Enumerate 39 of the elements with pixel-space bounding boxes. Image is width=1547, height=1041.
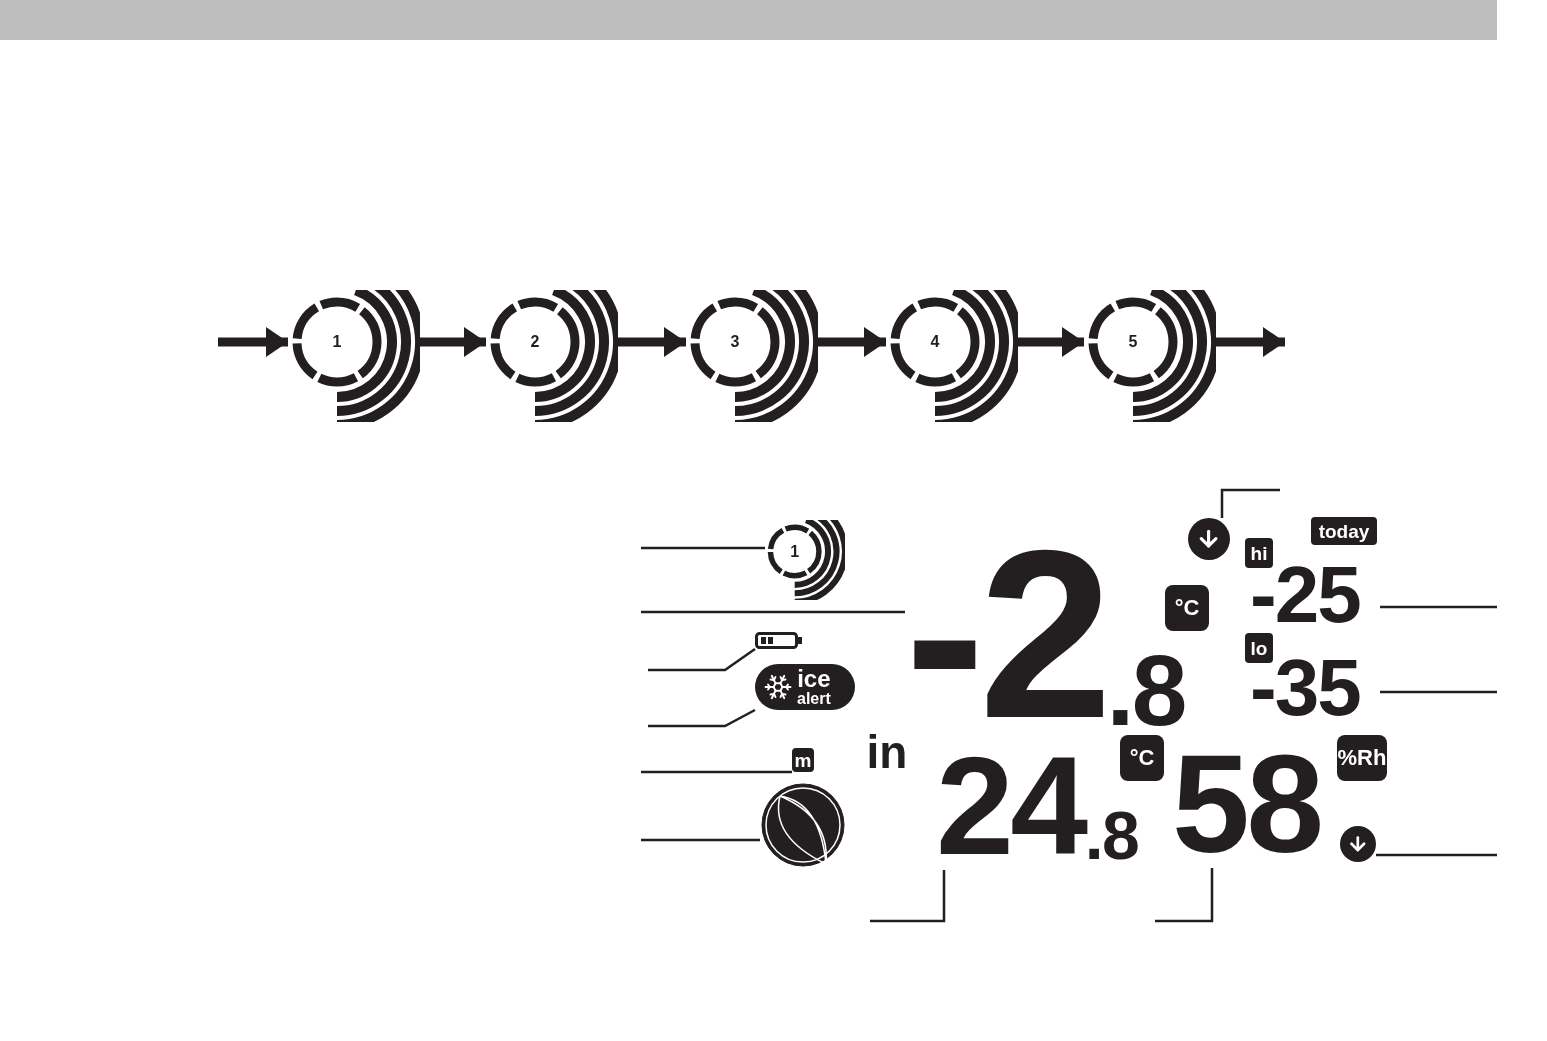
leader-line xyxy=(1155,868,1214,923)
channel-digit: 1 xyxy=(790,543,800,560)
globe-icon xyxy=(760,782,846,868)
symbol-badge: m xyxy=(792,748,814,772)
channel-digit: 4 xyxy=(930,334,940,350)
arrow xyxy=(818,327,886,357)
ice-alert-badge xyxy=(755,664,855,710)
symbol-badge: °C xyxy=(1120,735,1164,781)
leader-line xyxy=(1380,605,1497,609)
leader-line xyxy=(648,708,756,728)
leader-line xyxy=(870,870,946,923)
channel-digit: 1 xyxy=(332,334,342,350)
lcd-reading: 24 xyxy=(936,750,1085,862)
channel-digit: 2 xyxy=(530,334,540,350)
arrow xyxy=(1216,327,1285,357)
leader-line xyxy=(1380,690,1497,694)
arrow xyxy=(218,327,288,357)
leader-line xyxy=(641,546,765,550)
leader-line xyxy=(641,610,905,614)
symbol-badge: °C xyxy=(1165,585,1209,631)
lcd-reading: .8 xyxy=(1106,650,1185,730)
symbol-badge: %Rh xyxy=(1337,735,1387,781)
symbol-badge: today xyxy=(1311,517,1377,545)
arrow xyxy=(1018,327,1084,357)
badge-label: alert xyxy=(797,691,831,707)
channel-digit: 3 xyxy=(730,334,740,350)
leader-line xyxy=(1376,853,1497,857)
leader-line xyxy=(641,838,760,842)
leader-line xyxy=(648,647,756,672)
lcd-reading: 58 xyxy=(1172,748,1321,860)
arrow xyxy=(420,327,486,357)
leader-line xyxy=(641,770,792,774)
battery-icon xyxy=(755,632,803,649)
leader-line xyxy=(1220,488,1280,518)
symbol-badge: hi xyxy=(1245,538,1273,568)
arrow xyxy=(618,327,686,357)
channel-digit: 5 xyxy=(1128,334,1138,350)
symbol-badge: lo xyxy=(1245,633,1273,663)
badge-label: ice xyxy=(797,667,831,691)
